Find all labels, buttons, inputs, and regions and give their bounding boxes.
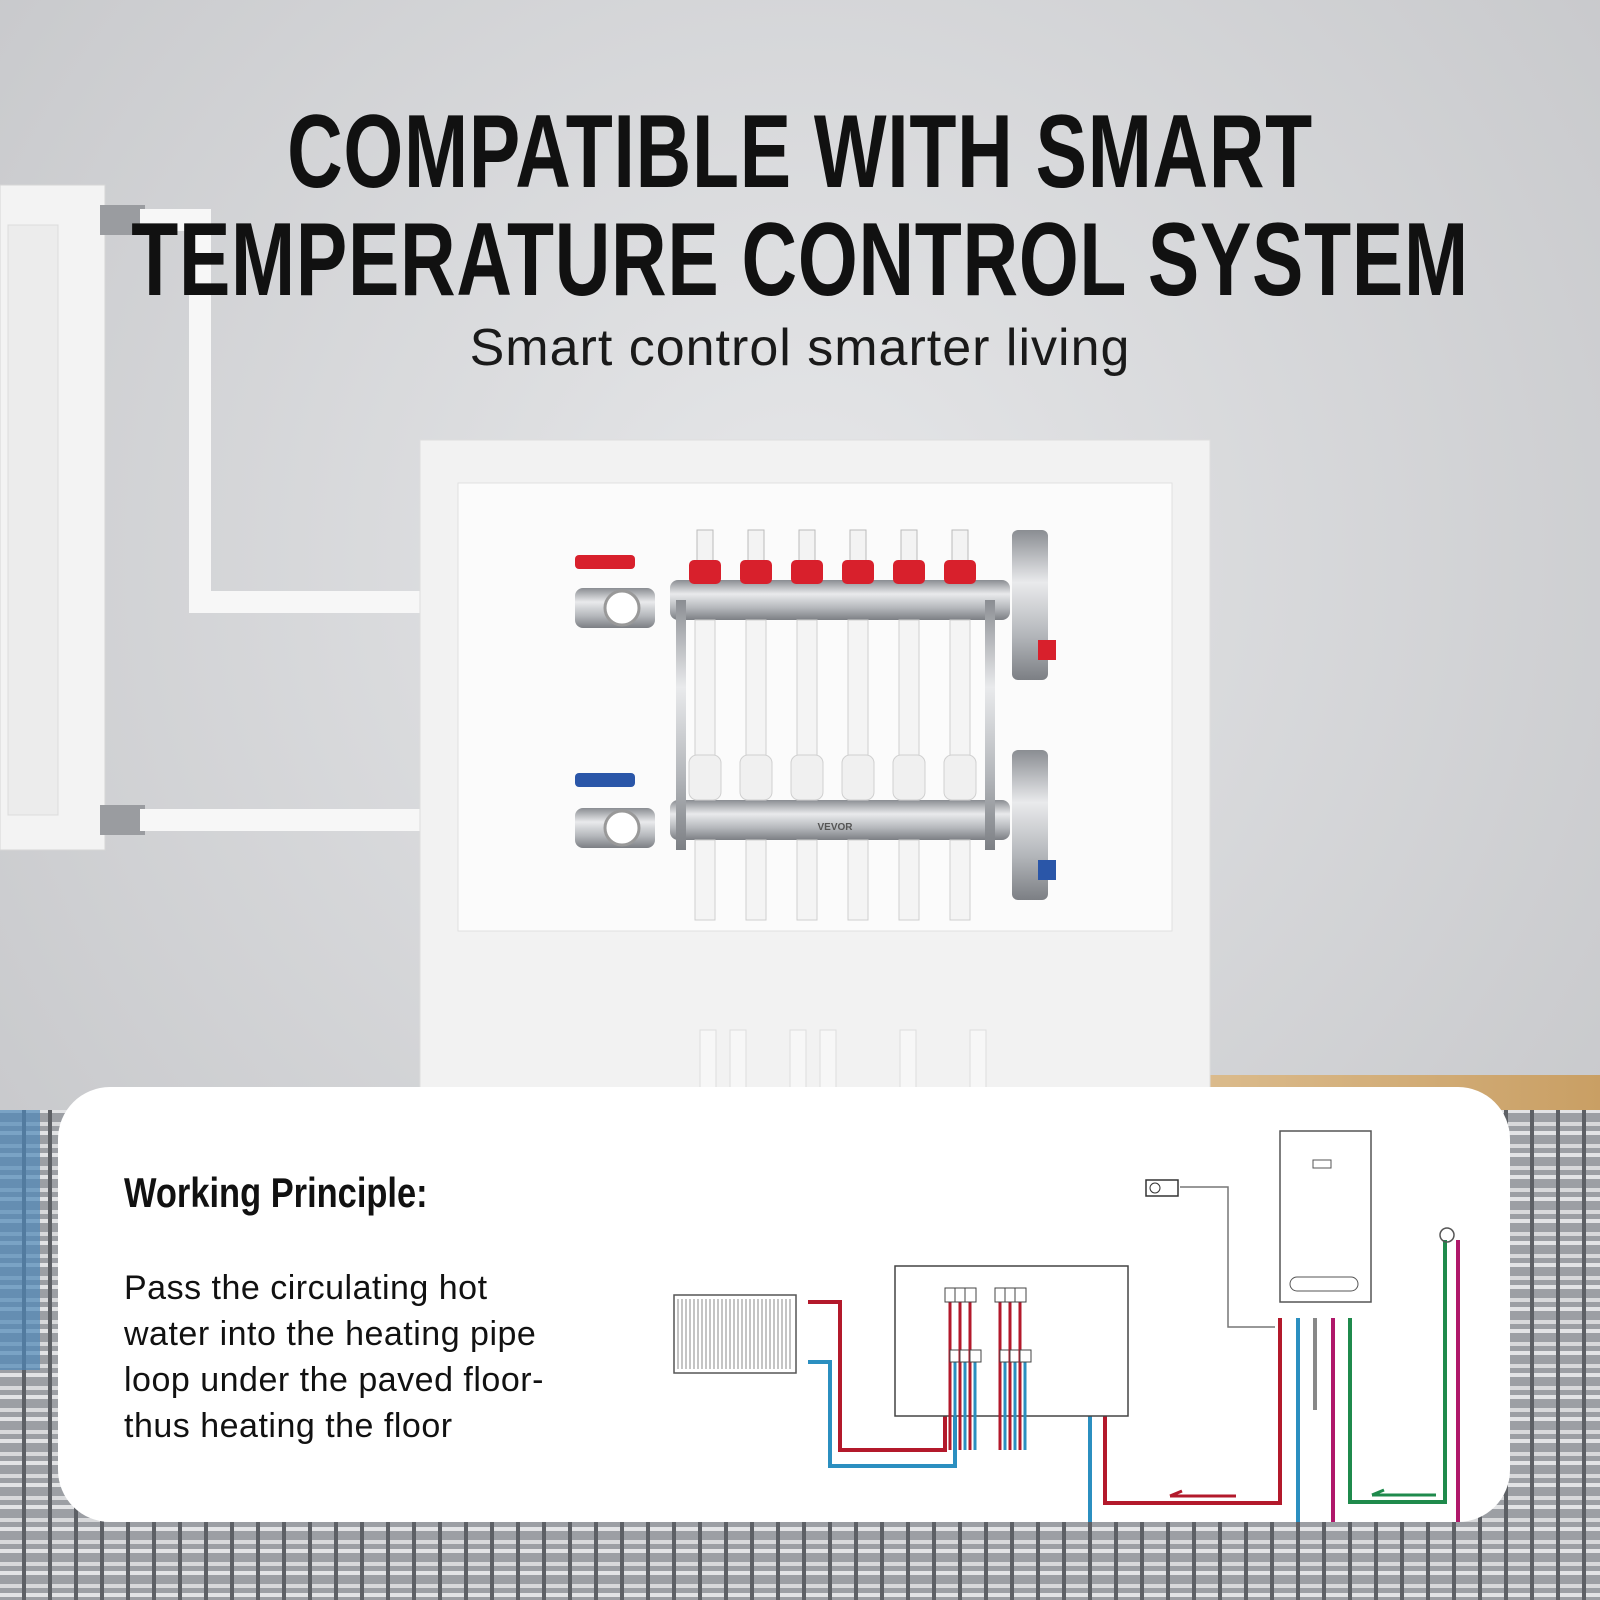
manifold-outlet [688, 529, 722, 921]
headline-line-2: TEMPERATURE CONTROL SYSTEM [131, 202, 1469, 318]
vevor-logo: VEVOR [817, 822, 853, 833]
radiator [0, 184, 145, 851]
body-line: loop under the paved floor- [124, 1361, 544, 1399]
subtitle: Smart control smarter living [469, 319, 1131, 377]
working-principle-card: Working Principle: Pass the circulating … [58, 1087, 1510, 1522]
diagram-radiator [673, 1294, 797, 1374]
diagram-boiler [1279, 1130, 1372, 1303]
heating-system-diagram [673, 1130, 1460, 1522]
working-principle-title: Working Principle: [124, 1169, 428, 1216]
manifold-outlet [892, 529, 926, 921]
diagram-manifold-box [894, 1265, 1129, 1450]
manifold-outlet [943, 529, 977, 921]
headline-line-1: COMPATIBLE WITH SMART [287, 94, 1313, 210]
manifold-outlet [841, 529, 875, 921]
body-line: thus heating the floor [124, 1407, 453, 1445]
manifold: VEVOR [575, 529, 1056, 921]
manifold-outlet [790, 529, 824, 921]
thermostat-icon [1145, 1179, 1179, 1197]
manifold-outlet [739, 529, 773, 921]
body-line: Pass the circulating hot [124, 1269, 488, 1307]
working-principle-body: Pass the circulating hot water into the … [124, 1265, 644, 1449]
faucet-icon [1439, 1227, 1455, 1243]
body-line: water into the heating pipe [124, 1315, 537, 1353]
